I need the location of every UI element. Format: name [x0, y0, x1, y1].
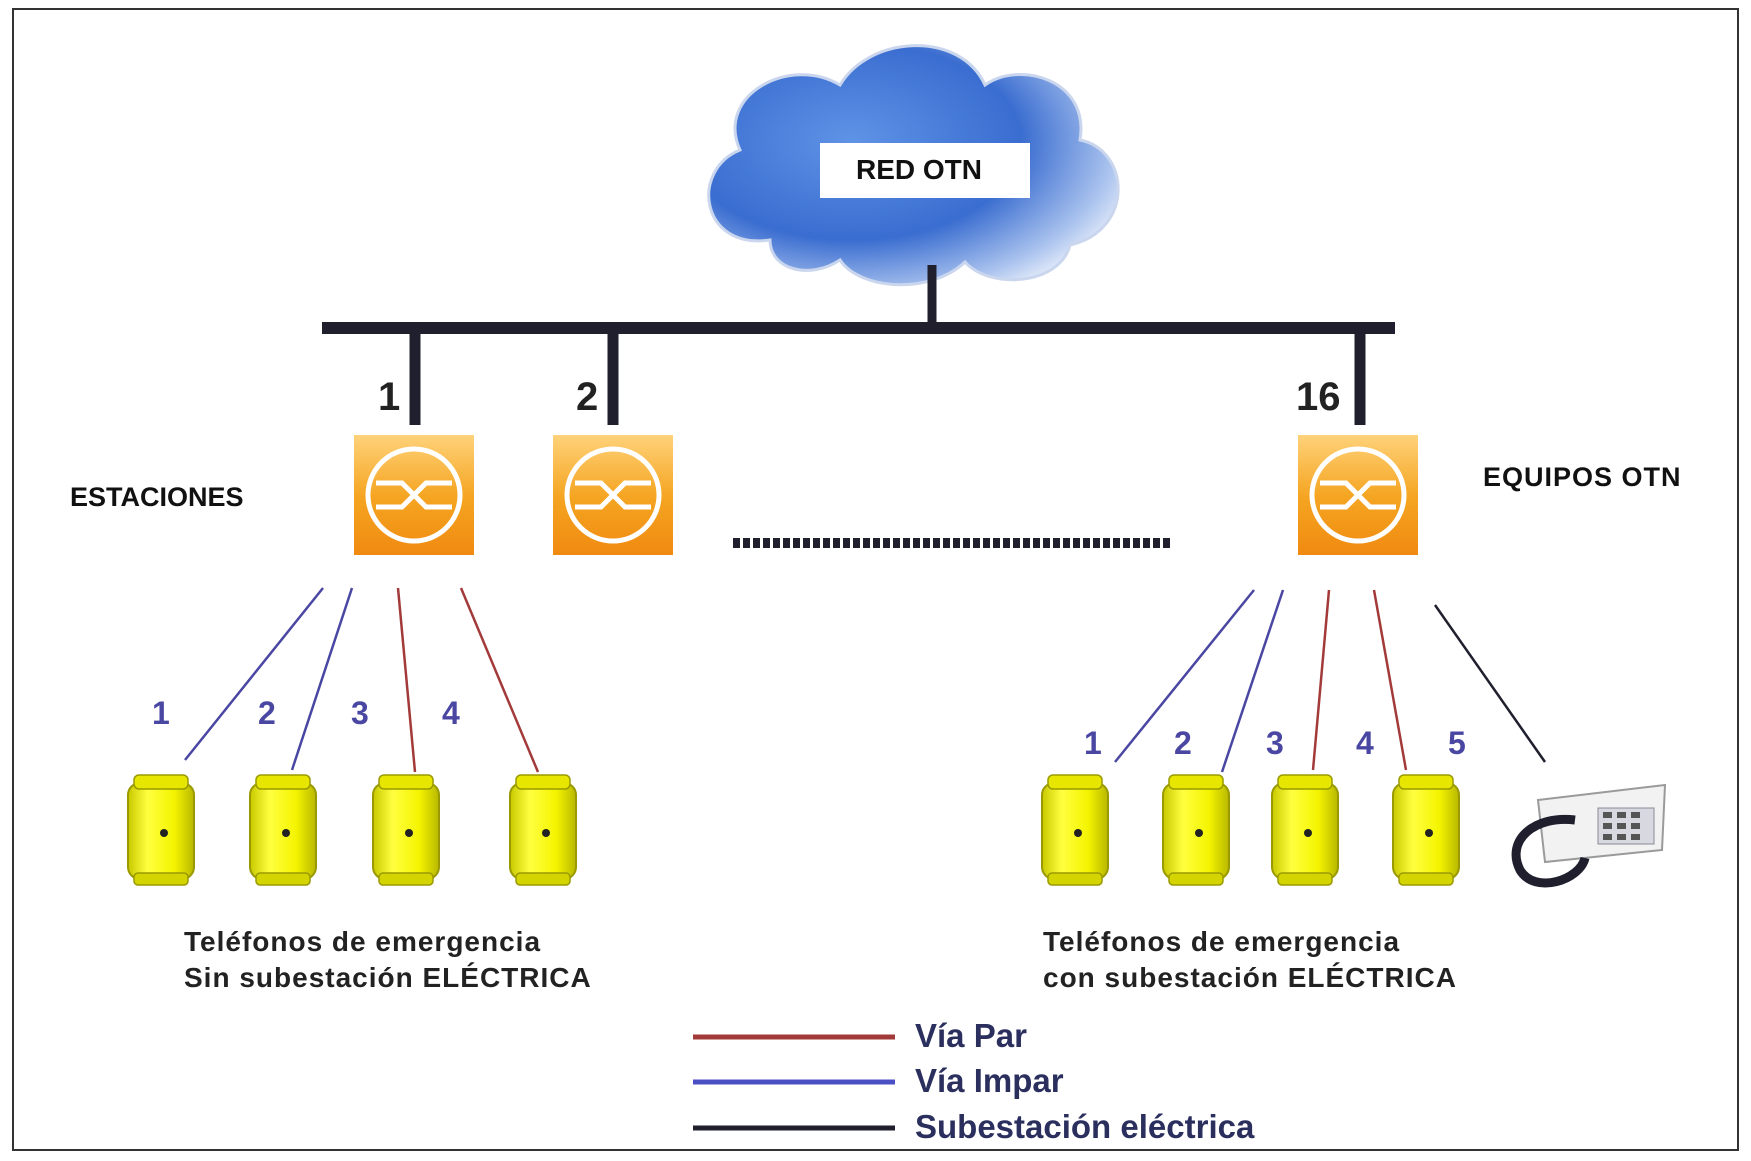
- left-connections: [184, 587, 540, 773]
- line-number: 2: [258, 695, 276, 731]
- line-number: 5: [1448, 725, 1466, 761]
- otn-equipment-2: [553, 435, 673, 555]
- station-number: 16: [1296, 375, 1341, 419]
- otn-equipment-1: [354, 435, 474, 555]
- line-number: 4: [442, 695, 460, 731]
- station-number: 1: [378, 375, 401, 419]
- line-number: 3: [1266, 725, 1284, 761]
- equipment-label: EQUIPOS OTN: [1483, 462, 1682, 492]
- line-number: 1: [1084, 725, 1102, 761]
- line-number: 2: [1174, 725, 1192, 761]
- legend-lines: [693, 1034, 895, 1131]
- emergency-phone: [249, 774, 317, 886]
- emergency-phone: [1271, 774, 1339, 886]
- emergency-phone: [1162, 774, 1230, 886]
- diagram-frame: [12, 8, 1739, 1151]
- right-caption-line1: Teléfonos de emergencia: [1043, 926, 1401, 957]
- otn-equipment-16: [1298, 435, 1418, 555]
- line-number: 4: [1356, 725, 1374, 761]
- legend-subestacion: Subestación eléctrica: [915, 1108, 1255, 1145]
- emergency-phone: [372, 774, 440, 886]
- cloud-label: RED OTN: [856, 154, 982, 185]
- left-caption-line2: Sin subestación ELÉCTRICA: [184, 962, 592, 993]
- backbone: [322, 265, 1395, 425]
- emergency-phone: [127, 774, 195, 886]
- emergency-phone: [1392, 774, 1460, 886]
- otn-cloud: [707, 44, 1120, 287]
- desk-telephone-icon: [1511, 783, 1667, 888]
- right-caption-line2: con subestación ELÉCTRICA: [1043, 962, 1457, 993]
- line-number: 3: [351, 695, 369, 731]
- stations-label: ESTACIONES: [70, 482, 244, 512]
- left-caption-line1: Teléfonos de emergencia: [184, 926, 542, 957]
- right-caption: Teléfonos de emergencia con subestación …: [1043, 924, 1457, 996]
- emergency-phone: [509, 774, 577, 886]
- left-caption: Teléfonos de emergencia Sin subestación …: [184, 924, 592, 996]
- legend-via-par: Vía Par: [915, 1017, 1027, 1054]
- right-connections: [1114, 589, 1547, 773]
- station-number: 2: [576, 375, 599, 419]
- emergency-phone: [1041, 774, 1109, 886]
- line-number: 1: [152, 695, 170, 731]
- cloud-label-box: [820, 143, 1030, 198]
- legend-via-impar: Vía Impar: [915, 1062, 1064, 1099]
